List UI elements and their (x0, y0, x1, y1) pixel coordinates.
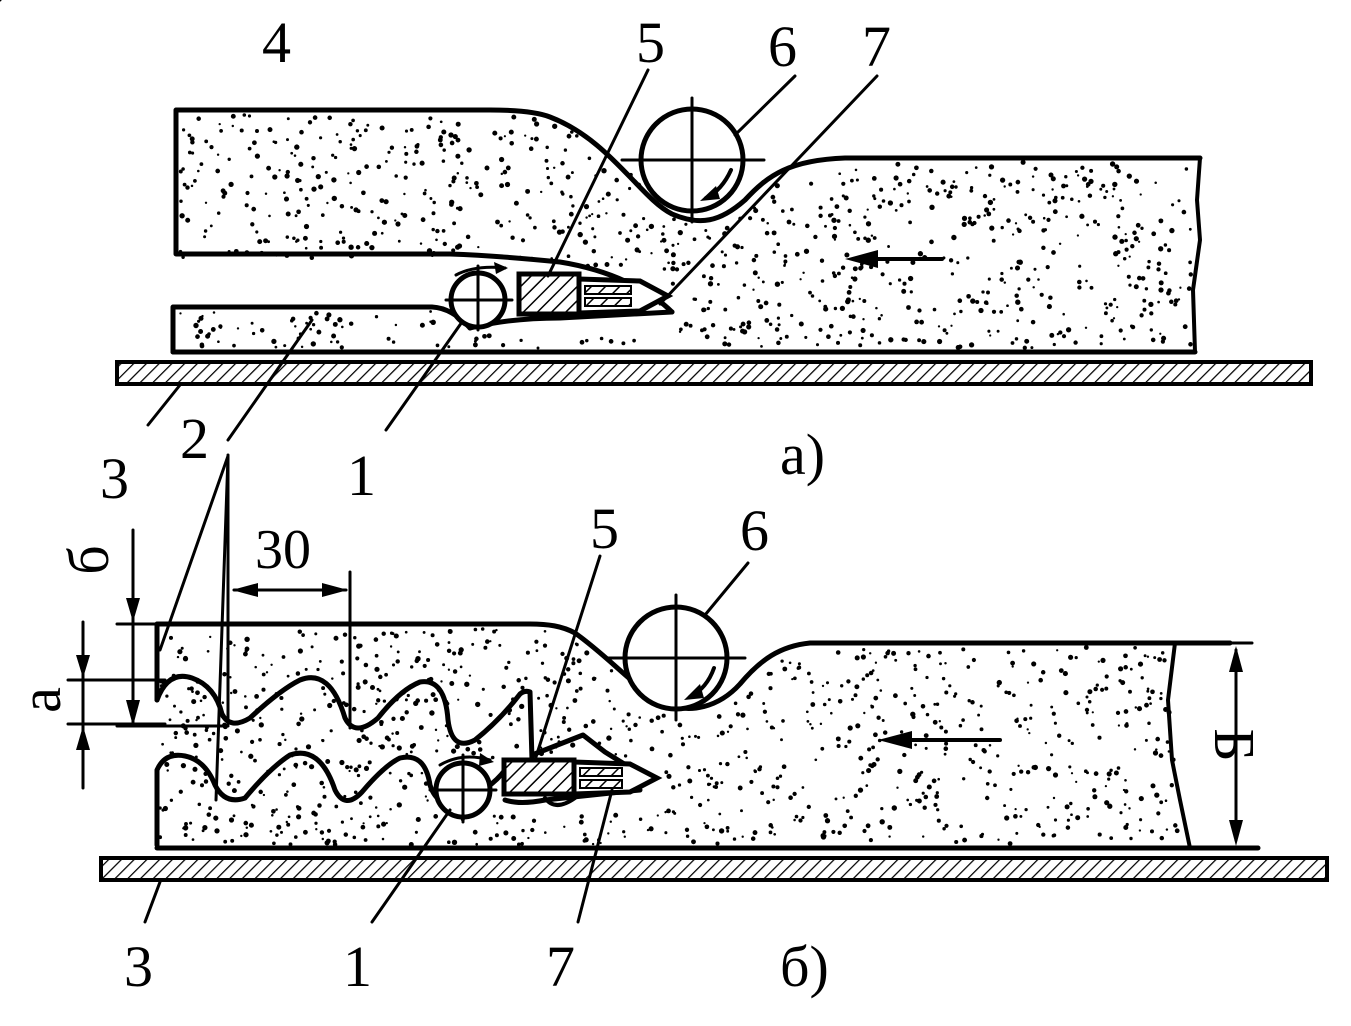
label-3-b: 3 (124, 934, 153, 999)
roller-1-b (428, 753, 498, 824)
leader-1-a (384, 320, 464, 432)
caption-a: а) (780, 422, 825, 487)
label-5-b: 5 (590, 496, 619, 561)
dimension-a (66, 620, 167, 790)
leader-5-b (533, 554, 602, 762)
layer-4-outline (173, 107, 1203, 315)
label-1-a: 1 (347, 443, 376, 508)
leader-3-a (146, 383, 182, 427)
flow-arrow-b (878, 731, 1002, 749)
roller-6-b (603, 593, 747, 722)
dimension-thickness-label: Б (1202, 728, 1267, 761)
label-3-a: 3 (100, 446, 129, 511)
diagram-b: Б 30 б а (8, 453, 1329, 999)
caption-b: б) (780, 934, 829, 999)
leader-2-b (158, 454, 230, 652)
leader-7-b (576, 788, 614, 924)
nozzle-7-a (576, 276, 674, 316)
dimension-pitch (226, 453, 352, 730)
dimension-b-small-label: б (56, 545, 121, 575)
label-2-a: 2 (180, 406, 209, 471)
label-6-b: 6 (740, 498, 769, 563)
label-6-a: 6 (768, 14, 797, 79)
conveyor-3-a (115, 360, 1313, 386)
label-5-a: 5 (636, 10, 665, 75)
leader-1-b (370, 808, 452, 924)
corrugation-upper-b (154, 673, 535, 763)
foam-fill-a (178, 113, 1193, 350)
roller-1-a (444, 262, 514, 332)
leader-6-b (703, 561, 750, 617)
dimension-a-label: а (8, 687, 73, 713)
label-7-a: 7 (862, 14, 891, 79)
leader-3-b (143, 880, 162, 924)
leader-2b-b (214, 454, 230, 802)
nozzle-7-b (571, 759, 663, 797)
tool-5-a (516, 271, 582, 317)
label-7-b: 7 (546, 934, 575, 999)
leader-2-a (226, 318, 314, 442)
conveyor-3-b (99, 856, 1329, 882)
roller-6-a (620, 96, 766, 224)
label-4-a: 4 (262, 10, 291, 75)
label-1-b: 1 (343, 934, 372, 999)
right-edge-b (1166, 641, 1192, 850)
leader-7-a (658, 74, 879, 306)
right-edge-a (1191, 156, 1202, 354)
diagram-a: 4 5 6 7 3 2 1 а) (0, 0, 1313, 511)
flow-arrow-a (845, 250, 944, 268)
dimension-pitch-label: 30 (255, 519, 311, 581)
dimension-thickness (1173, 641, 1254, 846)
layer-2-outline (170, 304, 473, 355)
leader-6-a (733, 74, 797, 137)
leader-5-a (546, 68, 650, 278)
tool-5-b (501, 757, 577, 797)
nozzle-bulge-b (543, 796, 577, 807)
dimension-b-small (115, 528, 230, 728)
